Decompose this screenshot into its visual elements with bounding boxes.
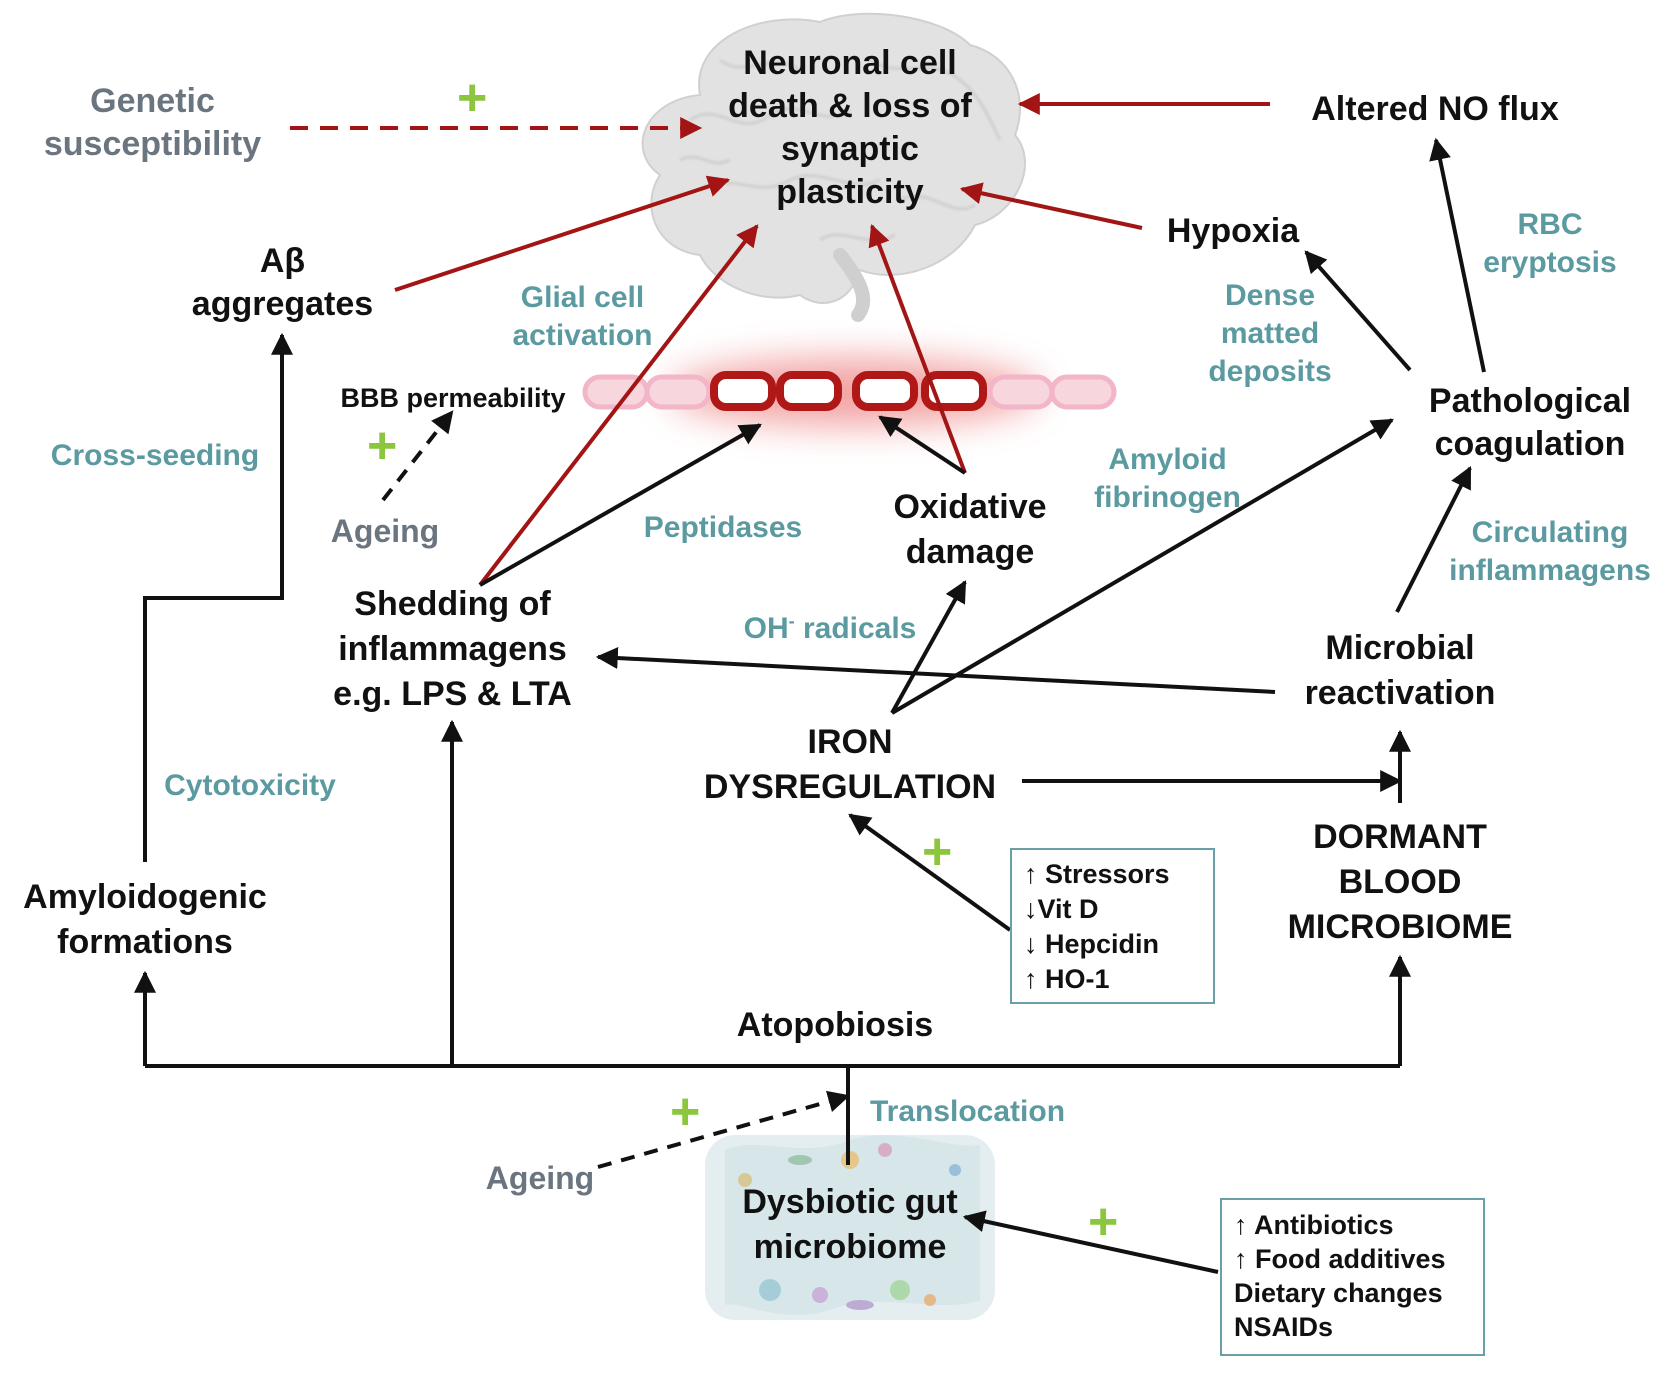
shedding-to-vessel-arrow [479,423,762,587]
label-dense-matted-deposits: Dense matted deposits [1208,279,1332,388]
label-ageing-bottom: Ageing [485,1160,595,1196]
label-peptidases: Peptidases [643,511,803,544]
factor-nsaids: NSAIDs [1234,1312,1334,1342]
node-dormant-blood-microbiome: DORMANT BLOOD MICROBIOME [1287,818,1513,946]
oxidative-to-vessel-arrow [878,415,967,475]
label-glial-activation: Glial cell activation [512,281,653,352]
factor-ho-1: ↑ HO-1 [1024,964,1110,994]
label-circulating-inflammagens: Circulating inflammagens [1449,516,1651,587]
coag-to-no-flux-arrow [1429,137,1486,373]
coag-to-hypoxia-arrow [1304,250,1412,372]
label-ageing-top: Ageing [330,513,440,549]
oxidative-to-neuronal-arrow [868,223,967,474]
node-pathological-coagulation: Pathological coagulation [1428,382,1632,463]
plus-sign-genetic: + [457,69,488,127]
plus-sign-bbb: + [367,417,398,475]
node-microbial-reactivation: Microbial reactivation [1304,629,1496,712]
gut-factors-box: ↑ Antibiotics ↑ Food additives Dietary c… [1220,1198,1485,1356]
iron-to-coag-arrow [890,418,1394,715]
amyloidogenic-to-abeta-arrow [143,332,293,862]
factor-antibiotics: ↑ Antibiotics [1234,1210,1394,1240]
node-oxidative-damage: Oxidative damage [893,488,1047,571]
plus-sign-ageing-bottom: + [670,1083,701,1141]
factors-to-iron-arrow [848,813,1012,932]
factor-stressors: ↑ Stressors [1024,859,1170,889]
factor-food-additives: ↑ Food additives [1234,1244,1446,1274]
shedding-to-neuronal-arrow [478,224,759,587]
microbial-to-shedding-arrow [595,647,1276,694]
red-arrows [290,93,1270,587]
gut-icon [705,1135,995,1320]
ageing-to-bbb-arrow [381,410,454,502]
node-genetic-susceptibility: Genetic susceptibility [43,82,262,163]
node-abeta-aggregates: Aβ aggregates [191,242,374,323]
factor-hepcidin: ↓ Hepcidin [1024,929,1160,959]
label-translocation: Translocation [869,1095,1066,1128]
hypoxia-to-neuronal-arrow [959,182,1143,230]
node-neuronal-death: Neuronal cell death & loss of synaptic p… [728,44,972,211]
node-dysbiotic-gut-microbiome: Dysbiotic gut microbiome [742,1183,958,1266]
node-altered-no-flux: Altered NO flux [1311,90,1559,128]
node-atopobiosis: Atopobiosis [736,1006,934,1044]
label-oh-radicals: OH- radicals [743,611,917,645]
label-amyloid-fibrinogen: Amyloid fibrinogen [1094,443,1241,514]
node-iron-dysregulation: IRON DYSREGULATION [703,723,997,806]
iron-factors-box: ↑ Stressors ↓Vit D ↓ Hepcidin ↑ HO-1 [1010,848,1215,1004]
ageing-to-translocation-arrow [597,1090,851,1169]
label-rbc-eryptosis: RBC eryptosis [1483,208,1617,279]
node-shedding-inflammagens: Shedding of inflammagens e.g. LPS & LTA [333,585,572,713]
black-arrows [134,137,1486,1274]
node-hypoxia: Hypoxia [1166,212,1300,250]
plus-sign-gut-factors: + [1088,1193,1119,1251]
gut-factors-to-gut-arrow [962,1210,1219,1274]
microbial-to-coag-arrow [1395,466,1472,613]
iron-to-oxidative-arrow [890,580,967,714]
factor-dietary-changes: Dietary changes [1234,1278,1443,1308]
label-cross-seeding: Cross-seeding [50,439,260,472]
label-cytotoxicity: Cytotoxicity [164,769,336,802]
factor-vit-d: ↓Vit D [1024,894,1099,924]
abeta-to-neuronal-arrow [394,175,731,292]
blood-vessel-icon [582,358,1117,426]
plus-sign-iron: + [922,823,953,881]
node-bbb-permeability: BBB permeability [340,383,566,413]
node-amyloidogenic-formations: Amyloidogenic formations [23,878,267,961]
